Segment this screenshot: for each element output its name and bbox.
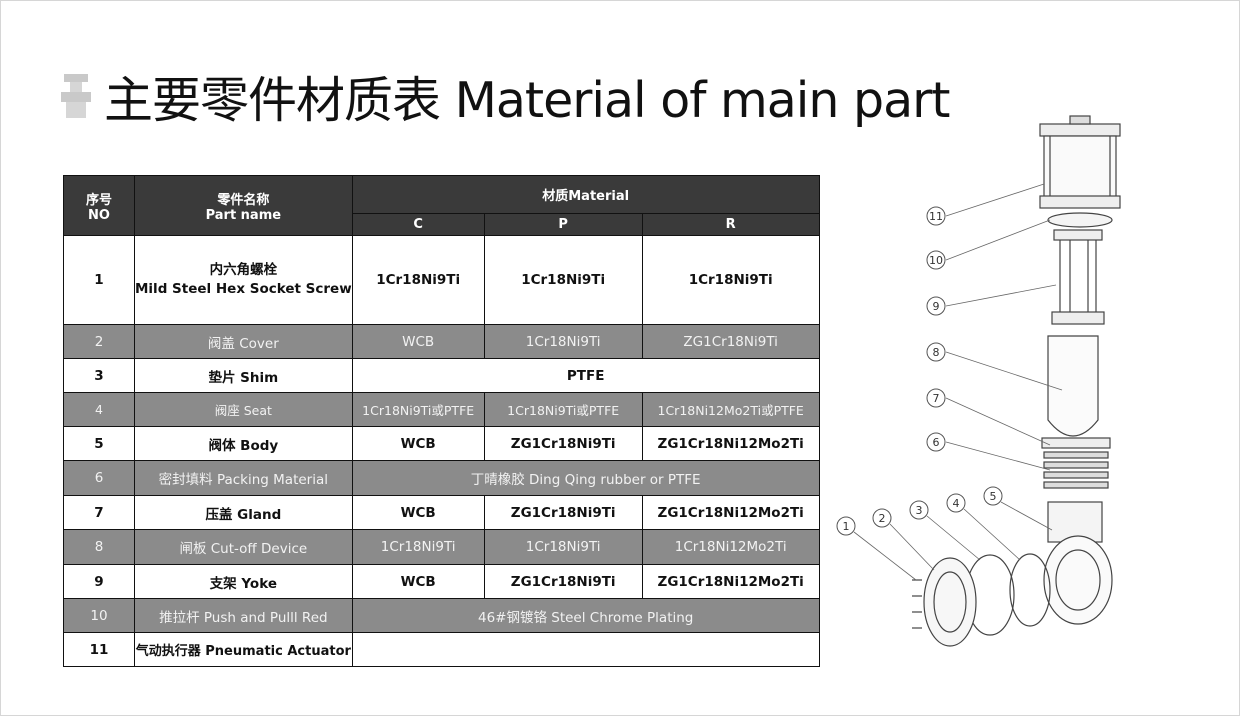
cell-c: WCB bbox=[351, 324, 485, 359]
body-part bbox=[1043, 501, 1113, 625]
callout-label: 7 bbox=[933, 392, 940, 405]
cell-r: ZG1Cr18Ni9Ti bbox=[641, 324, 820, 359]
row-part-name: 阀体 Body bbox=[134, 426, 353, 461]
row-part-name: 阀盖 Cover bbox=[134, 324, 353, 359]
cell-merged-material: 46#钢镀铬 Steel Chrome Plating bbox=[351, 598, 820, 633]
cell-p: ZG1Cr18Ni9Ti bbox=[483, 564, 643, 599]
callout-label: 10 bbox=[929, 254, 943, 267]
callout-label: 5 bbox=[990, 490, 997, 503]
callout-label: 2 bbox=[879, 512, 886, 525]
table-row: 11 气动执行器 Pneumatic Actuator bbox=[63, 632, 820, 667]
cell-p: ZG1Cr18Ni9Ti bbox=[483, 426, 643, 461]
row-part-name: 密封填料 Packing Material bbox=[134, 460, 353, 496]
seat-part bbox=[1009, 553, 1051, 627]
row-part-name: 压盖 Gland bbox=[134, 495, 353, 530]
cell-r: 1Cr18Ni9Ti bbox=[641, 235, 820, 325]
cell-r: ZG1Cr18Ni12Mo2Ti bbox=[641, 564, 820, 599]
gate-part bbox=[1047, 335, 1099, 437]
header-col-c: C bbox=[351, 213, 485, 236]
header-part-name: 零件名称 Part name bbox=[134, 175, 353, 236]
cell-r: ZG1Cr18Ni12Mo2Ti bbox=[641, 426, 820, 461]
row-part-name: 支架 Yoke bbox=[134, 564, 353, 599]
cell-merged-material: 丁晴橡胶 Ding Qing rubber or PTFE bbox=[351, 460, 820, 496]
row-part-name: 气动执行器 Pneumatic Actuator bbox=[134, 632, 353, 667]
header-no-en: NO bbox=[88, 207, 110, 223]
cell-r: 1Cr18Ni12Mo2Ti bbox=[641, 529, 820, 565]
page-title: 主要零件材质表 Material of main part bbox=[104, 71, 951, 129]
row-no: 3 bbox=[63, 358, 135, 393]
table-row: 4 阀座 Seat 1Cr18Ni9Ti或PTFE 1Cr18Ni9Ti或PTF… bbox=[63, 392, 820, 427]
valve-icon bbox=[61, 74, 91, 118]
cell-merged-material: PTFE bbox=[351, 358, 820, 393]
cell-c: 1Cr18Ni9Ti或PTFE bbox=[351, 392, 485, 427]
cover-part bbox=[923, 557, 977, 647]
row-part-name: 垫片 Shim bbox=[134, 358, 353, 393]
gland-part bbox=[1041, 437, 1111, 489]
cell-p: 1Cr18Ni9Ti bbox=[483, 235, 643, 325]
row-no: 10 bbox=[63, 598, 135, 633]
table-row: 8 闸板 Cut-off Device 1Cr18Ni9Ti 1Cr18Ni9T… bbox=[63, 529, 820, 565]
cell-c: WCB bbox=[351, 564, 485, 599]
cell-p: ZG1Cr18Ni9Ti bbox=[483, 495, 643, 530]
header-col-p: P bbox=[483, 213, 643, 236]
cell-p: 1Cr18Ni9Ti bbox=[483, 324, 643, 359]
callout-label: 9 bbox=[933, 300, 940, 313]
callout-label: 3 bbox=[916, 504, 923, 517]
table-row: 3 垫片 Shim PTFE bbox=[63, 358, 820, 393]
cell-merged-material bbox=[351, 632, 820, 667]
callout-label: 1 bbox=[843, 520, 850, 533]
table-row: 2 阀盖 Cover WCB 1Cr18Ni9Ti ZG1Cr18Ni9Ti bbox=[63, 324, 820, 359]
row-part-name: 内六角螺栓 Mild Steel Hex Socket Screw bbox=[134, 235, 353, 325]
cell-r: 1Cr18Ni12Mo2Ti或PTFE bbox=[641, 392, 820, 427]
row-no: 4 bbox=[63, 392, 135, 427]
row-part-name: 推拉杆 Push and Pulll Red bbox=[134, 598, 353, 633]
header-material: 材质Material bbox=[351, 175, 820, 214]
row-no: 5 bbox=[63, 426, 135, 461]
actuator-part bbox=[1039, 115, 1121, 209]
cell-p: 1Cr18Ni9Ti或PTFE bbox=[483, 392, 643, 427]
part-name-cn: 内六角螺栓 bbox=[209, 262, 278, 278]
material-table: 序号 NO 零件名称 Part name 材质Material C P R 1 … bbox=[63, 175, 820, 667]
header-name-en: Part name bbox=[205, 207, 282, 223]
cell-c: WCB bbox=[351, 495, 485, 530]
valve-exploded-drawing: 11 10 9 8 7 6 1 2 3 4 5 bbox=[836, 115, 1121, 647]
header-no-cn: 序号 bbox=[85, 192, 112, 208]
part-name-en: Mild Steel Hex Socket Screw bbox=[135, 281, 352, 297]
row-no: 1 bbox=[63, 235, 135, 325]
row-no: 6 bbox=[63, 460, 135, 496]
table-row: 1 内六角螺栓 Mild Steel Hex Socket Screw 1Cr1… bbox=[63, 235, 820, 325]
table-row: 7 压盖 Gland WCB ZG1Cr18Ni9Ti ZG1Cr18Ni12M… bbox=[63, 495, 820, 530]
cell-p: 1Cr18Ni9Ti bbox=[483, 529, 643, 565]
callout-label: 11 bbox=[929, 210, 943, 223]
callout-label: 8 bbox=[933, 346, 940, 359]
row-no: 7 bbox=[63, 495, 135, 530]
plate-part bbox=[1047, 212, 1113, 228]
header-col-r: R bbox=[641, 213, 820, 236]
row-part-name: 阀座 Seat bbox=[134, 392, 353, 427]
cell-r: ZG1Cr18Ni12Mo2Ti bbox=[641, 495, 820, 530]
callout-label: 4 bbox=[953, 497, 960, 510]
cell-c: WCB bbox=[351, 426, 485, 461]
table-row: 5 阀体 Body WCB ZG1Cr18Ni9Ti ZG1Cr18Ni12Mo… bbox=[63, 426, 820, 461]
cell-c: 1Cr18Ni9Ti bbox=[351, 529, 485, 565]
row-no: 2 bbox=[63, 324, 135, 359]
yoke-part bbox=[1051, 229, 1105, 325]
table-row: 10 推拉杆 Push and Pulll Red 46#钢镀铬 Steel C… bbox=[63, 598, 820, 633]
table-row: 6 密封填料 Packing Material 丁晴橡胶 Ding Qing r… bbox=[63, 460, 820, 496]
row-no: 11 bbox=[63, 632, 135, 667]
row-no: 8 bbox=[63, 529, 135, 565]
screw-part bbox=[912, 579, 922, 629]
table-row: 9 支架 Yoke WCB ZG1Cr18Ni9Ti ZG1Cr18Ni12Mo… bbox=[63, 564, 820, 599]
title-bar: 主要零件材质表 Material of main part bbox=[58, 66, 951, 129]
row-no: 9 bbox=[63, 564, 135, 599]
header-no: 序号 NO bbox=[63, 175, 135, 236]
callout-label: 6 bbox=[933, 436, 940, 449]
header-name-cn: 零件名称 bbox=[217, 192, 270, 208]
cell-c: 1Cr18Ni9Ti bbox=[351, 235, 485, 325]
row-part-name: 闸板 Cut-off Device bbox=[134, 529, 353, 565]
